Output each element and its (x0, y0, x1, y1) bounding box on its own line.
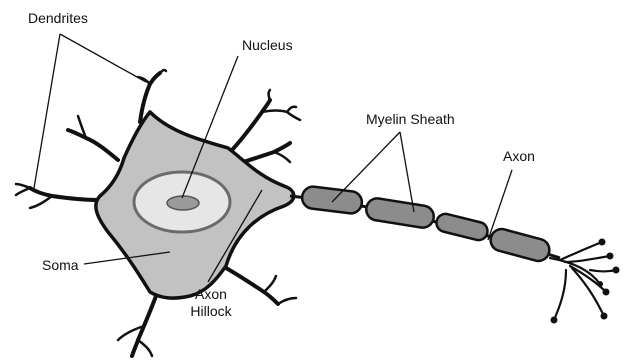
leader-dendrites-left (34, 34, 60, 188)
axon-terminal-boutons (551, 239, 620, 324)
dendrite-left (30, 188, 98, 200)
leader-lines (34, 34, 512, 282)
label-nucleus: Nucleus (242, 37, 293, 54)
leader-myelin-1 (332, 132, 400, 202)
dendrite-upper-right (232, 100, 270, 150)
myelin-segment-1 (301, 185, 363, 214)
myelin-segment-4 (488, 227, 552, 264)
leader-myelin-2 (400, 132, 414, 212)
dendrite-upper-left (68, 130, 118, 160)
leader-dendrites-top (60, 34, 146, 82)
label-soma: Soma (42, 257, 79, 274)
myelin-segment-3 (435, 212, 490, 242)
dendrite-lower-right-branch (264, 276, 296, 304)
nucleolus (167, 196, 199, 210)
label-dendrites: Dendrites (28, 10, 88, 27)
myelin-segment-2 (365, 197, 436, 229)
myelin-segments (301, 185, 552, 263)
label-axon-hillock: Axon Hillock (186, 286, 236, 320)
label-axon-hillock-line2: Hillock (186, 303, 236, 320)
label-axon-hillock-line1: Axon (186, 286, 236, 303)
axon-terminals (550, 242, 616, 320)
label-axon: Axon (503, 148, 535, 165)
dendrite-right-branch (274, 152, 290, 162)
label-myelin-sheath: Myelin Sheath (366, 111, 455, 128)
